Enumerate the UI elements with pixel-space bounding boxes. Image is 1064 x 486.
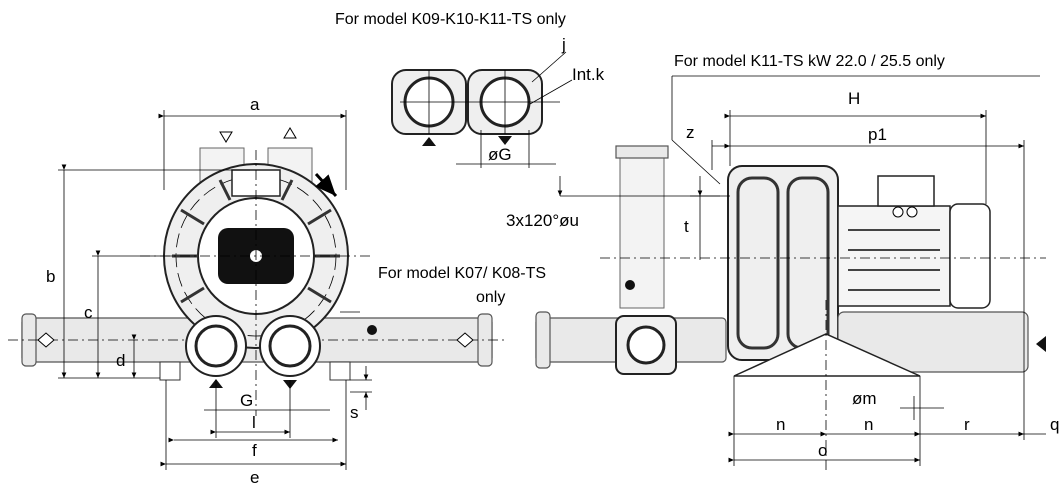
dim-c: c [84, 303, 93, 322]
dim-H: H [848, 89, 860, 108]
dim-G: G [240, 391, 253, 410]
dim-b: b [46, 267, 55, 286]
front-view [8, 110, 505, 470]
note-k07-k08-line1: For model K07/ K08-TS [378, 265, 546, 282]
dim-q: q [1050, 415, 1059, 434]
dim-f: f [252, 441, 257, 460]
dim-d: d [116, 351, 125, 370]
dim-j: j [561, 35, 566, 54]
dim-e: e [250, 468, 259, 486]
inset-view [391, 51, 573, 168]
side-view [340, 75, 1046, 470]
side-housing [727, 165, 839, 361]
dim-om: øm [852, 389, 877, 408]
dim-p1: p1 [868, 125, 887, 144]
dim-n-left: n [776, 415, 785, 434]
dim-oG: øG [488, 145, 512, 164]
dim-u: 3x120°øu [506, 211, 579, 230]
dim-r: r [964, 415, 970, 434]
note-k07-k08-line2: only [476, 289, 505, 306]
dim-a: a [250, 95, 260, 114]
dim-o: o [818, 441, 827, 460]
dim-s: s [350, 403, 359, 422]
dim-l: l [252, 413, 256, 432]
dim-n-right: n [864, 415, 873, 434]
dim-t: t [684, 217, 689, 236]
note-k09-k11: For model K09-K10-K11-TS only [335, 11, 566, 28]
note-k11-kw: For model K11-TS kW 22.0 / 25.5 only [674, 53, 945, 70]
dim-z: z [686, 123, 695, 142]
dim-int-k: Int.k [572, 65, 605, 84]
